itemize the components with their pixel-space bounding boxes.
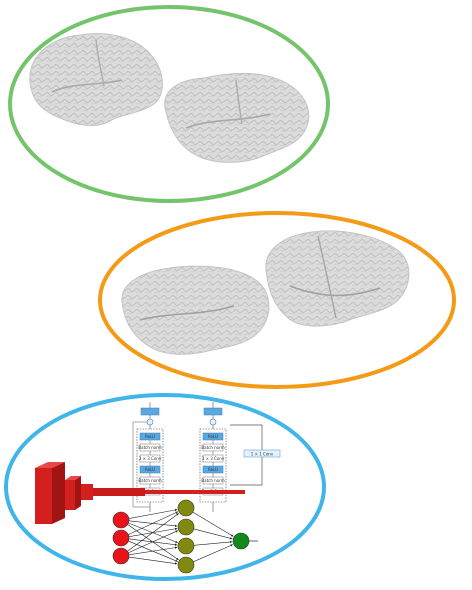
- cnn-layers: [35, 462, 245, 524]
- cnn-layer-2: [65, 480, 75, 510]
- human-brain-right: [164, 72, 310, 163]
- mlp-connection: [193, 528, 233, 540]
- mlp-hidden-node: [177, 537, 195, 555]
- human-brain-group: [8, 5, 330, 203]
- mlp-input-node: [112, 547, 130, 565]
- orange-ring: [98, 211, 456, 389]
- mlp-connection: [128, 556, 178, 565]
- green-ring: [8, 5, 330, 203]
- mlp-connection: [193, 544, 233, 563]
- mlp-connection: [127, 513, 179, 552]
- cnn-layer-3: [81, 484, 93, 500]
- resnet-shortcut: 1 × 1 Conv: [230, 424, 281, 486]
- mlp-input-node: [112, 511, 130, 529]
- mlp-output-node: [232, 532, 250, 550]
- cnn-layer-4: [93, 488, 145, 496]
- resnet-output-relu-left: [140, 407, 160, 416]
- mlp-connection: [128, 546, 178, 556]
- mlp-connection: [128, 511, 179, 535]
- resnet-layer-label: 3 × 3 Conv: [139, 456, 162, 461]
- shortcut-conv-box: [243, 449, 281, 458]
- primate-brain-group: [98, 211, 456, 389]
- primate-brain-right: [265, 230, 410, 327]
- resnet-output-relu-right: [203, 407, 223, 416]
- mlp-connection: [192, 511, 234, 537]
- resnet-layer-label: Batch norm: [201, 445, 224, 450]
- mlp-hidden-node: [177, 518, 195, 536]
- resnet-layer-label: Batch norm: [201, 478, 224, 483]
- resnet-layer-label: Batch norm: [138, 478, 161, 483]
- resnet-add-node-right: [209, 418, 217, 426]
- mlp-input-node: [112, 529, 130, 547]
- mlp-connection: [128, 508, 178, 519]
- primate-brain-left: [121, 265, 270, 355]
- resnet-layer-label: ReLU: [145, 467, 155, 472]
- cnn-fc-layer: [145, 490, 245, 494]
- resnet-add-node-left: [146, 418, 154, 426]
- mlp-connection: [128, 530, 178, 554]
- shortcut-conv-label: 1 × 1 Conv: [251, 452, 274, 457]
- mlp-hidden-node: [177, 556, 195, 574]
- human-brain-left: [29, 33, 163, 126]
- mlp-hidden-node: [177, 499, 195, 517]
- resnet-layer-label: ReLU: [145, 434, 155, 439]
- resnet-layer-label: Batch norm: [138, 445, 161, 450]
- resnet-layer-label: ReLU: [208, 467, 218, 472]
- mlp-network: [112, 499, 258, 574]
- resnet-layer-label: ReLU: [208, 434, 218, 439]
- mlp-connection: [193, 540, 233, 546]
- blue-ring: [4, 393, 326, 581]
- resnet-layer-label: 3 × 3 Conv: [202, 456, 225, 461]
